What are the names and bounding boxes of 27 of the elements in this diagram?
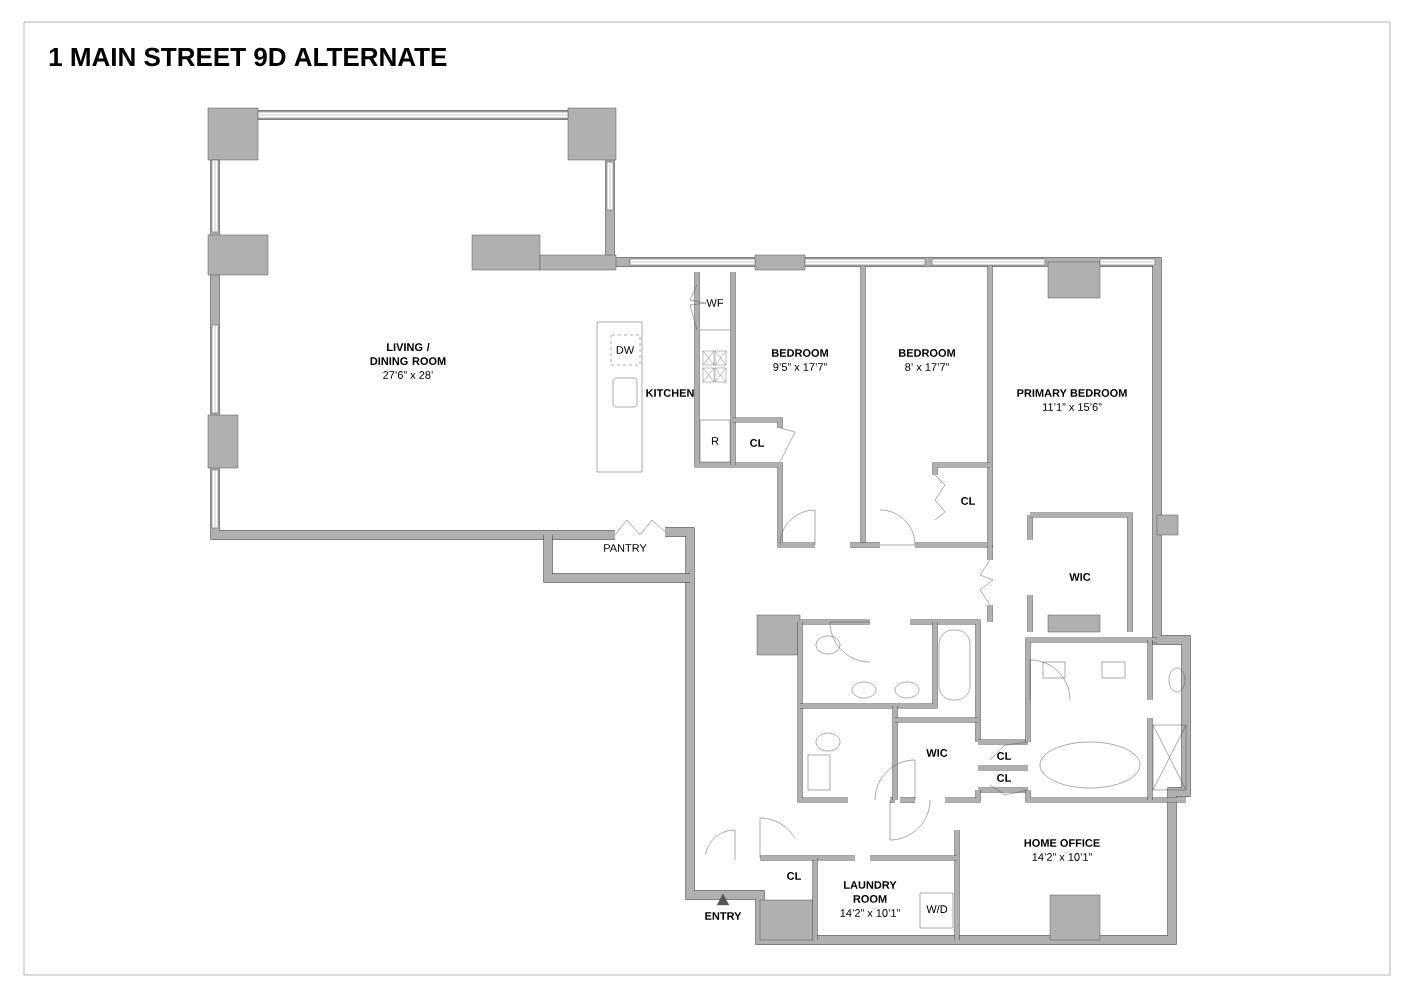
room-name: LIVING / DINING ROOM	[370, 342, 446, 366]
room-name: CL	[750, 439, 764, 447]
room-name: PANTRY	[604, 544, 647, 552]
room-name: BEDROOM	[772, 349, 828, 357]
room-dimensions: 27’6” x 28’	[383, 371, 433, 379]
room-dimensions: 14’2” x 10’1”	[1032, 853, 1092, 861]
title: 1 MAIN STREET 9D ALTERNATE	[49, 47, 447, 67]
room-name: BEDROOM	[899, 349, 955, 357]
room-name: CL	[997, 774, 1011, 782]
room-name: WIC	[926, 749, 948, 757]
room-name: KITCHEN	[646, 389, 694, 397]
fixture-label: R	[711, 437, 719, 445]
room-name: LAUNDRY ROOM	[844, 881, 897, 903]
fixture-label: WF	[706, 299, 724, 307]
fixture-label: DW	[616, 346, 635, 354]
room-name: PRIMARY BEDROOM	[1017, 389, 1127, 397]
room-name: WIC	[1069, 573, 1091, 581]
room-dimensions: 14’2” x 10’1”	[840, 909, 900, 917]
room-name: CL	[787, 872, 801, 880]
room-dimensions: 8’ x 17’7”	[905, 363, 949, 371]
room-name: CL	[961, 497, 975, 505]
room-dimensions: 9’5” x 17’7”	[773, 363, 827, 371]
room-dimensions: 11’1” x 15’6”	[1043, 403, 1102, 411]
room-name: CL	[997, 752, 1011, 760]
room-name: ENTRY	[705, 912, 742, 920]
room-name: HOME OFFICE	[1024, 839, 1100, 847]
fixture-label: W/D	[926, 904, 948, 914]
